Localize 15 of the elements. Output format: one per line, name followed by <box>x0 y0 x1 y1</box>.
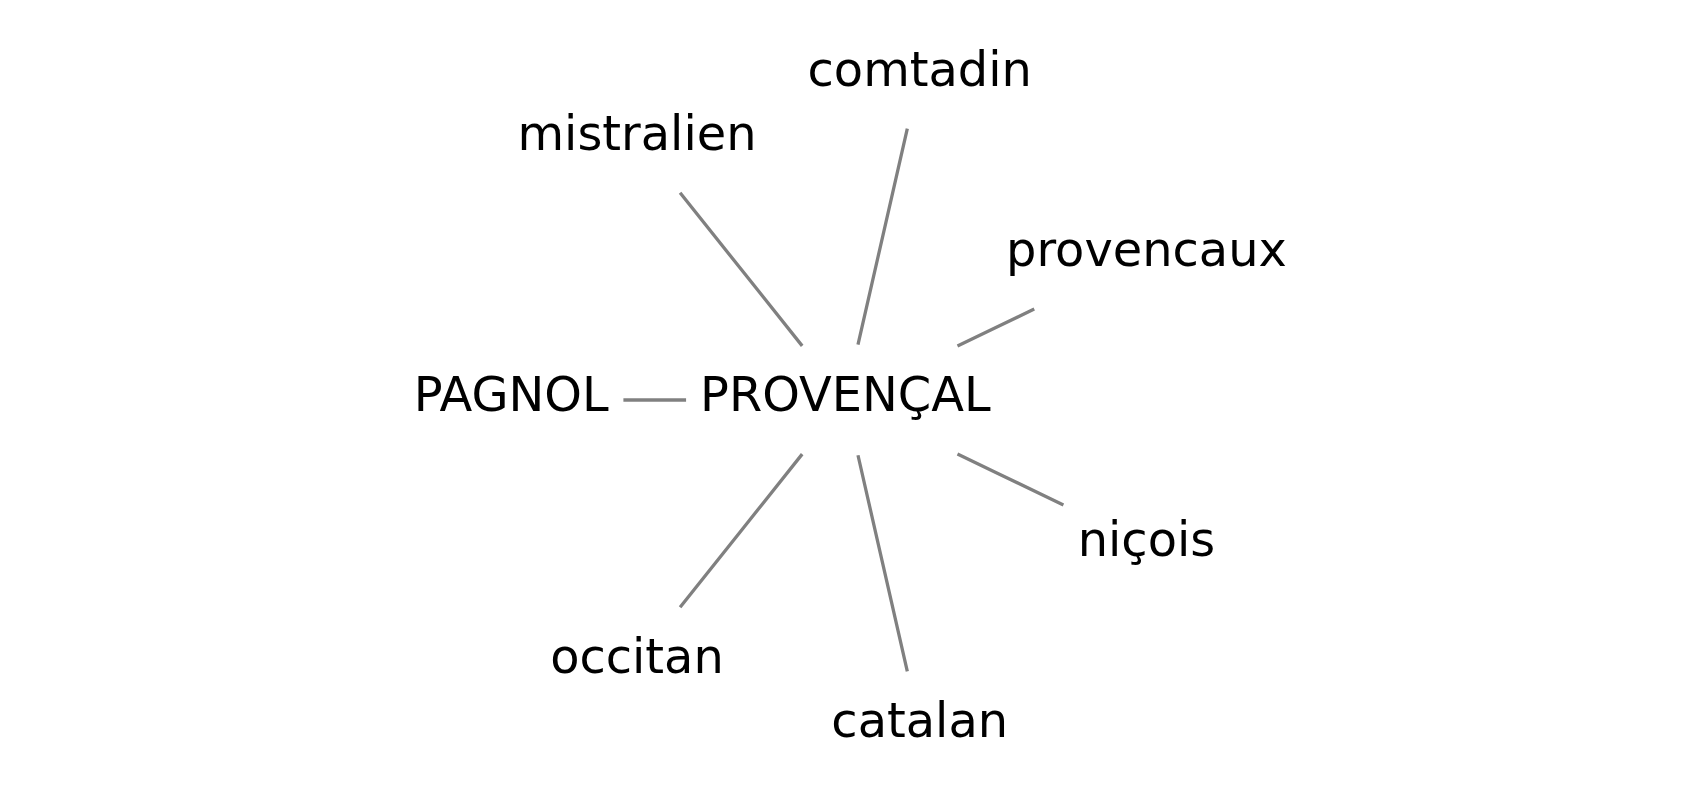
node-text: PROVENÇAL <box>699 367 991 423</box>
node-text: PAGNOL <box>413 367 609 423</box>
connector <box>678 453 803 609</box>
connector <box>855 454 909 672</box>
node-text: mistralien <box>516 106 756 162</box>
node-text: catalan <box>830 693 1008 749</box>
connector <box>956 307 1035 348</box>
connector <box>622 398 686 402</box>
node-text: niçois <box>1077 512 1215 568</box>
node-text: provencaux <box>1005 222 1287 278</box>
connector <box>956 452 1064 507</box>
node-text: comtadin <box>807 41 1032 97</box>
connector <box>678 191 803 347</box>
node-text: occitan <box>549 628 724 684</box>
connector <box>855 128 909 346</box>
